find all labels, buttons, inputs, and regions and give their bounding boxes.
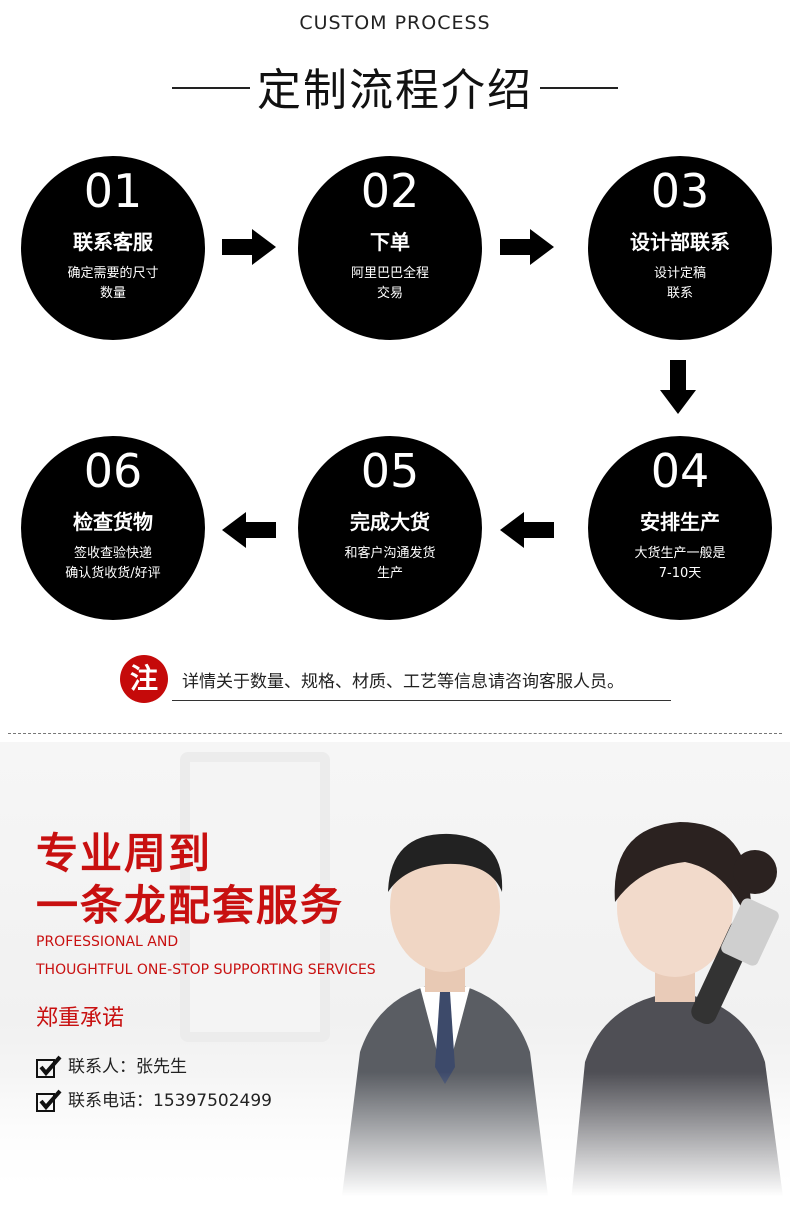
- check-icon: [36, 1055, 62, 1078]
- service-banner: [0, 742, 790, 1210]
- section-title-row: 定制流程介绍: [0, 54, 790, 116]
- step-desc-line2: 联系: [666, 286, 693, 301]
- section-divider: [8, 733, 782, 734]
- step-circle-02: 02 下单 阿里巴巴全程 交易: [298, 156, 482, 340]
- step-description: 确定需要的尺寸 数量: [37, 264, 189, 304]
- step-desc-line2: 确认货收货/好评: [65, 566, 161, 581]
- step-desc-line1: 和客户沟通发货: [344, 546, 436, 561]
- step-circle-01: 01 联系客服 确定需要的尺寸 数量: [21, 156, 205, 340]
- promo-headline-1: 专业周到: [36, 829, 213, 878]
- step-desc-line1: 阿里巴巴全程: [350, 266, 429, 281]
- step-description: 设计定稿 联系: [604, 264, 756, 304]
- step-desc-line2: 7-10天: [658, 566, 702, 581]
- contact-phone: 联系电话：15397502499: [68, 1091, 272, 1111]
- step-description: 签收查验快递 确认货收货/好评: [37, 544, 189, 584]
- arrow-left-icon: [500, 512, 554, 548]
- section-subtitle: CUSTOM PROCESS: [299, 12, 491, 34]
- monitor-background-image: [180, 752, 330, 1042]
- step-desc-line2: 生产: [376, 566, 403, 581]
- arrow-right-icon: [222, 229, 276, 265]
- title-right-rule: [540, 87, 618, 89]
- step-desc-line1: 设计定稿: [653, 266, 706, 281]
- step-description: 和客户沟通发货 生产: [314, 544, 466, 584]
- section-title: 定制流程介绍: [257, 65, 533, 116]
- step-desc-line2: 交易: [376, 286, 403, 301]
- title-left-rule: [172, 87, 250, 89]
- step-name: 联系客服: [73, 230, 153, 254]
- step-circle-06: 06 检查货物 签收查验快递 确认货收货/好评: [21, 436, 205, 620]
- promo-headline-2: 一条龙配套服务: [36, 881, 345, 930]
- step-name: 设计部联系: [630, 230, 730, 254]
- step-number: 02: [360, 164, 420, 218]
- step-circle-03: 03 设计部联系 设计定稿 联系: [588, 156, 772, 340]
- banner-fade: [0, 1072, 790, 1210]
- promo-commitment: 郑重承诺: [36, 1006, 125, 1031]
- step-circle-05: 05 完成大货 和客户沟通发货 生产: [298, 436, 482, 620]
- check-icon: [36, 1089, 62, 1112]
- step-name: 检查货物: [73, 510, 153, 534]
- promo-english-1: PROFESSIONAL AND: [36, 934, 179, 950]
- step-desc-line2: 数量: [99, 286, 126, 301]
- contact-person: 联系人：张先生: [68, 1057, 187, 1077]
- step-desc-line1: 确定需要的尺寸: [67, 266, 159, 281]
- step-name: 下单: [370, 230, 410, 254]
- arrow-right-icon: [500, 229, 554, 265]
- step-desc-line1: 签收查验快递: [73, 546, 152, 561]
- step-number: 04: [650, 444, 710, 498]
- step-description: 阿里巴巴全程 交易: [314, 264, 466, 304]
- step-name: 安排生产: [640, 510, 720, 534]
- step-description: 大货生产一般是 7-10天: [604, 544, 756, 584]
- step-desc-line1: 大货生产一般是: [634, 546, 726, 561]
- note-badge: 注: [120, 655, 168, 703]
- contact-person-row: 联系人：张先生: [36, 1052, 187, 1079]
- arrow-left-icon: [222, 512, 276, 548]
- step-number: 05: [360, 444, 420, 498]
- promo-english-2: THOUGHTFUL ONE-STOP SUPPORTING SERVICES: [36, 962, 376, 978]
- step-number: 06: [83, 444, 143, 498]
- note-underline: [172, 700, 671, 701]
- step-name: 完成大货: [350, 510, 430, 534]
- step-number: 03: [650, 164, 710, 218]
- contact-phone-row: 联系电话：15397502499: [36, 1086, 272, 1113]
- step-circle-04: 04 安排生产 大货生产一般是 7-10天: [588, 436, 772, 620]
- step-number: 01: [83, 164, 143, 218]
- arrow-down-icon: [660, 360, 696, 414]
- note-text: 详情关于数量、规格、材质、工艺等信息请咨询客服人员。: [182, 672, 624, 692]
